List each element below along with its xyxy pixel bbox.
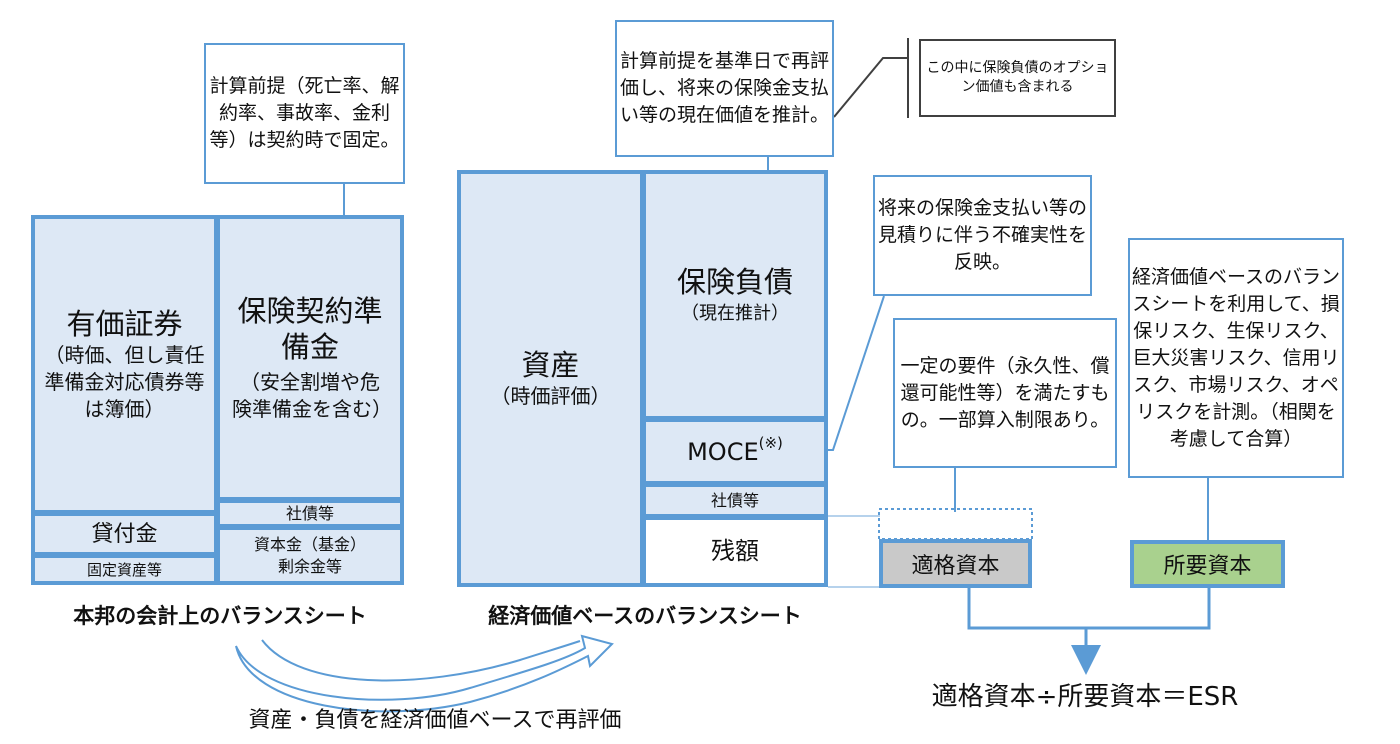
note-required-capital-text: 経済価値ベースのバランスシートを利用して、損保リスク、生保リスク、巨大災害リスク… [1131, 265, 1341, 450]
securities-detail: （時価、但し責任準備金対応債券等は簿価） [44, 343, 205, 421]
esr-formula: 適格資本÷所要資本＝ESR [931, 682, 1239, 712]
required-capital-label: 所要資本 [1163, 554, 1252, 579]
reserves-block: 保険契約準備金 （安全割増や危険準備金を含む） [216, 215, 404, 501]
note-eligible-capital: 一定の要件（永久性、償還可能性等）を満たすもの。一部算入制限あり。 [893, 318, 1117, 468]
liabilities-detail: （現在推計） [681, 302, 789, 324]
assets-title: 資産 [521, 348, 580, 382]
note-option-value-text: この中に保険負債のオプション価値も含まれる [926, 60, 1109, 95]
residual-block: 残額 [642, 516, 828, 587]
required-capital-box: 所要資本 [1130, 540, 1285, 588]
loans-label: 貸付金 [91, 521, 158, 547]
note-option-connector [833, 57, 908, 118]
securities-block: 有価証券 （時価、但し責任準備金対応債券等は簿価） [31, 215, 218, 514]
note-eligible-capital-text: 一定の要件（永久性、償還可能性等）を満たすもの。一部算入制限あり。 [900, 354, 1110, 431]
assets-block: 資産 （時価評価） [457, 170, 644, 587]
formula-bracket [967, 588, 1211, 630]
reserves-detail: （安全割増や危険準備金を含む） [232, 370, 392, 421]
fixed-assets-block: 固定資産等 [31, 554, 218, 585]
liabilities-block: 保険負債 （現在推計） [642, 170, 828, 420]
note-moce: 将来の保険金支払い等の見積りに伴う不確実性を反映。 [873, 175, 1092, 296]
note-fixed-assumptions-text: 計算前提（死亡率、解約率、事故率、金利等）は契約時で固定。 [209, 75, 400, 151]
note-fixed-assumptions: 計算前提（死亡率、解約率、事故率、金利等）は契約時で固定。 [204, 43, 405, 184]
revaluation-arrow [235, 634, 614, 713]
moce-superscript: (※) [758, 433, 783, 452]
left-bonds-block: 社債等 [216, 499, 404, 528]
eligible-capital-box: 適格資本 [879, 539, 1032, 588]
assets-detail: （時価評価） [490, 384, 611, 408]
securities-title: 有価証券 [66, 307, 183, 341]
residual-label: 残額 [711, 537, 759, 565]
liabilities-title: 保険負債 [676, 264, 793, 299]
left-caption: 本邦の会計上のバランスシート [73, 604, 367, 628]
moce-label: MOCE [687, 437, 759, 466]
capital-block: 資本金（基金）剰余金等 [216, 526, 404, 585]
note-required-capital: 経済価値ベースのバランスシートを利用して、損保リスク、生保リスク、巨大災害リスク… [1128, 238, 1344, 478]
fixed-assets-label: 固定資産等 [86, 560, 162, 579]
left-bonds-label: 社債等 [285, 503, 334, 523]
right-bonds-label: 社債等 [710, 490, 759, 510]
reserves-title: 保険契約準備金 [237, 294, 383, 364]
loans-block: 貸付金 [31, 512, 218, 556]
note-revaluation: 計算前提を基準日で再評価し、将来の保険金支払い等の現在価値を推計。 [615, 20, 834, 157]
eligible-dotted-outline [878, 508, 1033, 540]
right-bonds-block: 社債等 [642, 483, 828, 518]
revaluation-caption: 資産・負債を経済価値ベースで再評価 [248, 708, 622, 733]
eligible-capital-label: 適格資本 [911, 553, 1000, 579]
note-revaluation-text: 計算前提を基準日で再評価し、将来の保険金支払い等の現在価値を推計。 [619, 50, 829, 126]
capital-label: 資本金（基金）剰余金等 [253, 534, 366, 576]
right-caption: 経済価値ベースのバランスシート [488, 604, 802, 628]
moce-block: MOCE(※) [642, 418, 828, 485]
note-option-value: この中に保険負債のオプション価値も含まれる [919, 39, 1116, 117]
note-moce-text: 将来の保険金支払い等の見積りに伴う不確実性を反映。 [877, 197, 1087, 273]
